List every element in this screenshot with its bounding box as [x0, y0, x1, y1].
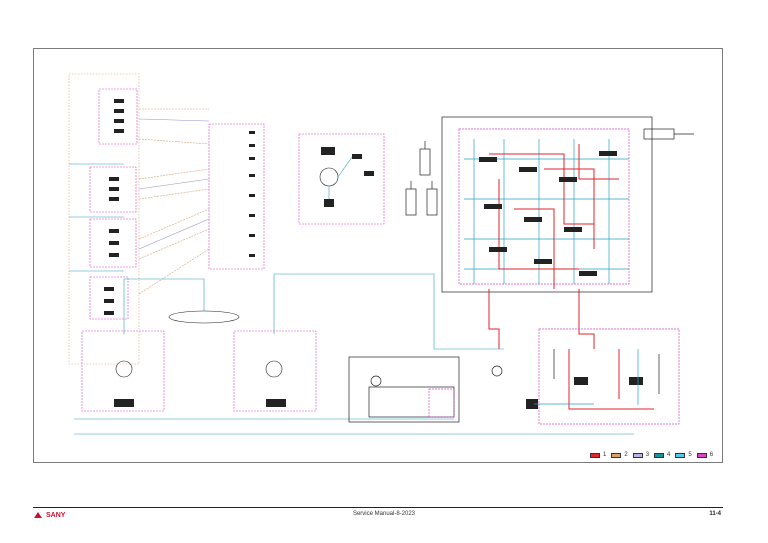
- legend-item: 3: [632, 452, 650, 458]
- legend-swatch: [654, 452, 665, 458]
- main-control-valve: [441, 116, 653, 349]
- legend-label: 3: [645, 452, 650, 458]
- left-valve-group: [68, 73, 140, 365]
- legend-item: 4: [654, 452, 670, 458]
- legend-label: 6: [709, 452, 714, 458]
- cylinders: [405, 128, 694, 216]
- connector-block: [138, 108, 265, 295]
- legend-label: 2: [624, 452, 628, 458]
- schematic-frame: [33, 48, 723, 463]
- left-components: [104, 99, 124, 315]
- valve-spools: [479, 151, 617, 276]
- legend-swatch: [696, 452, 707, 458]
- legend-swatch: [632, 452, 643, 458]
- tank-assembly: [348, 356, 503, 423]
- legend-item: 2: [611, 452, 628, 458]
- legend-label: 5: [688, 452, 692, 458]
- pilot-pump-block: [298, 133, 385, 225]
- legend-swatch: [590, 452, 600, 458]
- legend-swatch: [611, 452, 622, 458]
- legend-item: 6: [696, 452, 714, 458]
- hydraulic-schematic: [68, 73, 694, 435]
- brand-logo: SANY: [33, 511, 65, 519]
- main-pump-section: [526, 328, 680, 425]
- legend-label: 4: [667, 452, 671, 458]
- line-color-legend: 1 2 3 4 5 6: [590, 449, 713, 461]
- footer-manual-title: Service Manual-8-2023: [352, 511, 416, 517]
- legend-item: 1: [590, 452, 606, 458]
- brand-logo-text: SANY: [46, 511, 66, 519]
- legend-item: 5: [675, 452, 692, 458]
- lower-motors: [74, 273, 634, 435]
- sany-logo-icon: [34, 512, 42, 518]
- legend-label: 1: [603, 452, 607, 458]
- page-number: 11-4: [709, 511, 721, 517]
- legend-swatch: [675, 452, 686, 458]
- connector-pins: [249, 131, 255, 257]
- footer-divider: [33, 507, 723, 508]
